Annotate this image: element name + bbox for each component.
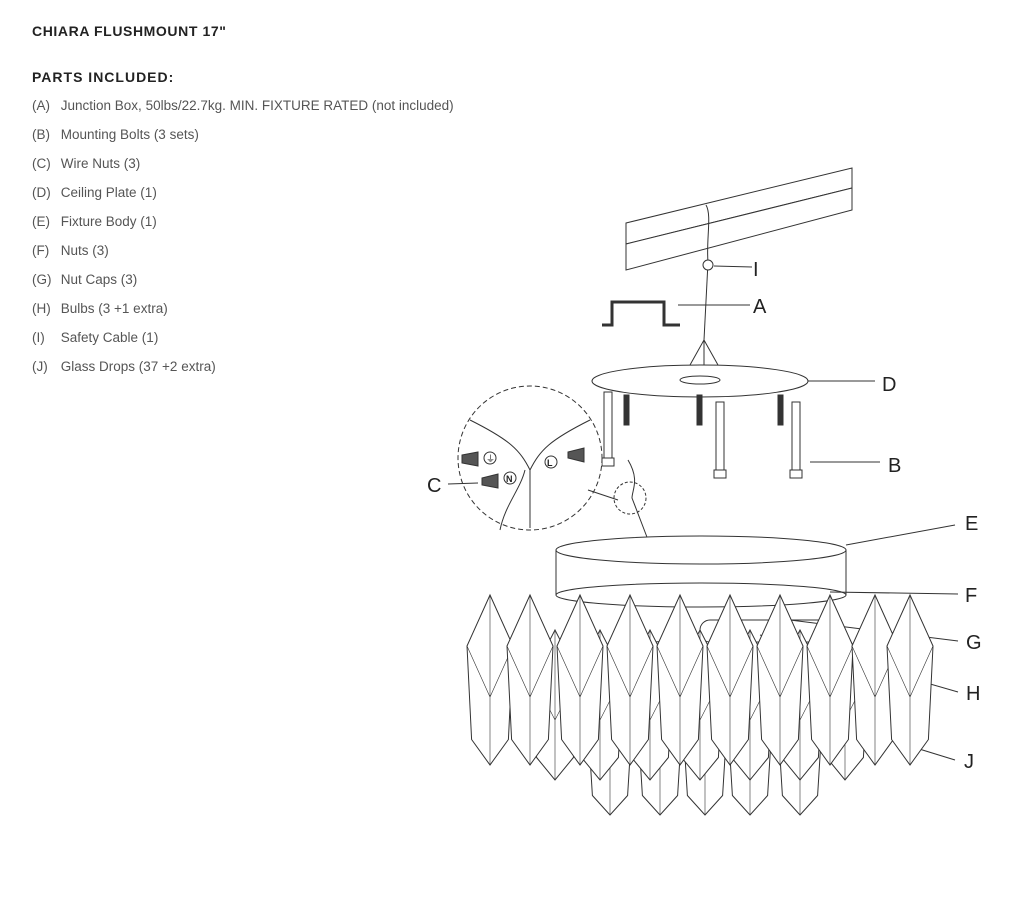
part-text: Mounting Bolts (3 sets)	[60, 127, 199, 142]
part-code: (B)	[32, 127, 50, 142]
ceiling-plate	[591, 364, 875, 398]
glass-drop-facet	[506, 595, 554, 765]
part-text: Safety Cable (1)	[60, 330, 159, 345]
part-code: (F)	[32, 243, 50, 258]
glass-drop-facet	[656, 595, 704, 765]
part-text: Ceiling Plate (1)	[60, 185, 157, 200]
part-item: (I) Safety Cable (1)	[32, 330, 454, 359]
parts-list: (A) Junction Box, 50lbs/22.7kg. MIN. FIX…	[32, 98, 454, 388]
part-code: (D)	[32, 185, 51, 200]
part-text: Bulbs (3 +1 extra)	[60, 301, 168, 316]
part-code: (C)	[32, 156, 51, 171]
part-item: (C) Wire Nuts (3)	[32, 156, 454, 185]
parts-heading: PARTS INCLUDED:	[32, 69, 175, 85]
callout-h: H	[966, 683, 980, 705]
part-code: (G)	[32, 272, 52, 287]
callout-j: J	[964, 751, 974, 773]
junction-box	[602, 300, 750, 327]
glass-drop-facet	[606, 595, 654, 765]
part-text: Nuts (3)	[60, 243, 109, 258]
part-item: (H) Bulbs (3 +1 extra)	[32, 301, 454, 330]
part-text: Junction Box, 50lbs/22.7kg. MIN. FIXTURE…	[60, 98, 454, 113]
part-item: (J) Glass Drops (37 +2 extra)	[32, 359, 454, 388]
part-text: Glass Drops (37 +2 extra)	[60, 359, 216, 374]
callout-f: F	[965, 585, 977, 607]
ceiling-beam	[625, 167, 853, 271]
part-code: (A)	[32, 98, 50, 113]
neutral-marker: N	[506, 474, 513, 484]
glass-drop-facet	[886, 595, 934, 765]
callout-b: B	[888, 455, 901, 477]
part-item: (E) Fixture Body (1)	[32, 214, 454, 243]
part-text: Fixture Body (1)	[60, 214, 157, 229]
document-title: CHIARA FLUSHMOUNT 17"	[32, 23, 227, 39]
part-text: Nut Caps (3)	[60, 272, 138, 287]
part-item: (F) Nuts (3)	[32, 243, 454, 272]
mounting-bolts	[601, 391, 880, 479]
part-code: (J)	[32, 359, 48, 374]
glass-drop-facet	[556, 595, 604, 765]
live-marker: L	[547, 458, 553, 468]
part-code: (I)	[32, 330, 45, 345]
callout-e: E	[965, 513, 978, 535]
callout-i: I	[753, 259, 759, 281]
glass-drop-facet	[756, 595, 804, 765]
part-text: Wire Nuts (3)	[60, 156, 141, 171]
glass-drop-facet	[466, 595, 514, 765]
ground-marker: ⏚	[486, 454, 495, 464]
callout-g: G	[966, 632, 982, 654]
glass-drop-facet	[706, 595, 754, 765]
part-code: (E)	[32, 214, 50, 229]
glass-drop-facet	[806, 595, 854, 765]
wiring-detail-inset: ⏚ N L	[447, 385, 651, 546]
part-code: (H)	[32, 301, 51, 316]
part-item: (A) Junction Box, 50lbs/22.7kg. MIN. FIX…	[32, 98, 454, 127]
part-item: (D) Ceiling Plate (1)	[32, 185, 454, 214]
callout-a: A	[753, 296, 767, 318]
glass-drops	[466, 593, 934, 816]
callout-c: C	[427, 475, 441, 497]
part-item: (B) Mounting Bolts (3 sets)	[32, 127, 454, 156]
part-item: (G) Nut Caps (3)	[32, 272, 454, 301]
callout-d: D	[882, 374, 896, 396]
